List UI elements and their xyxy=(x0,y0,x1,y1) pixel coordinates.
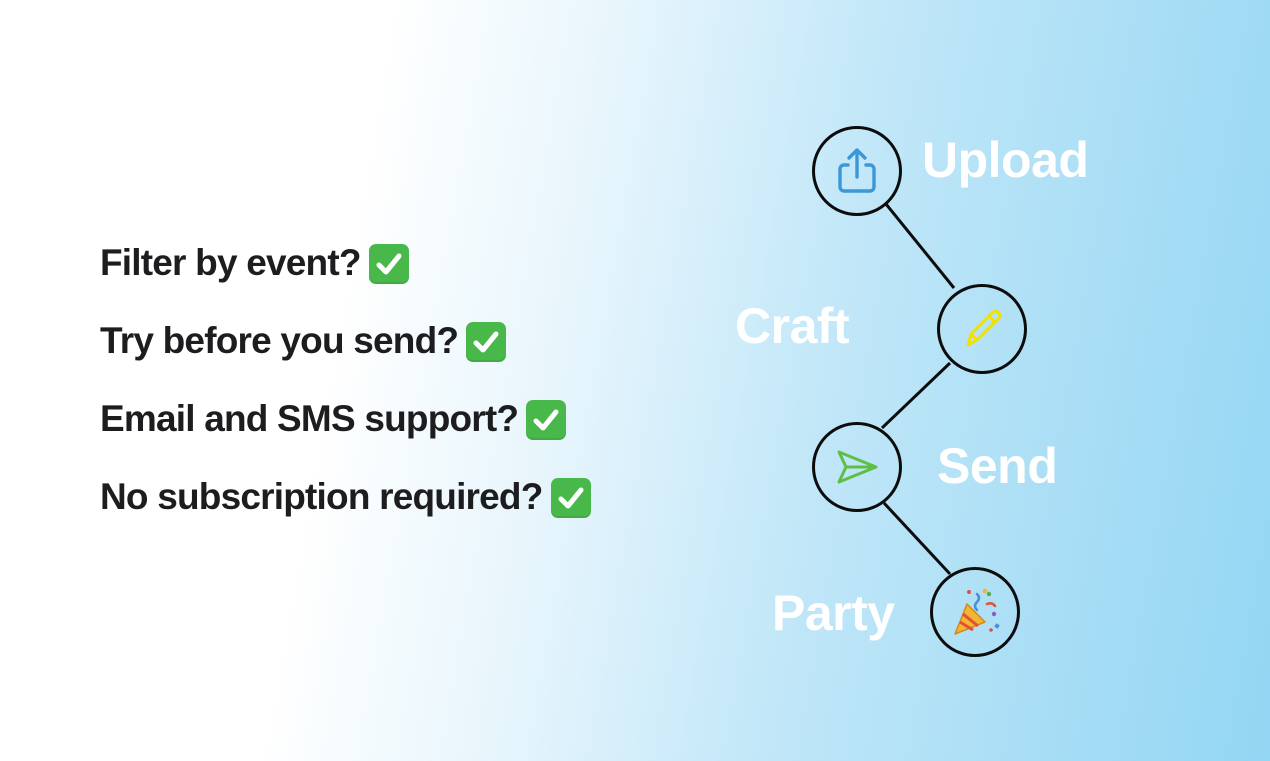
step-node-send xyxy=(812,422,902,512)
party-popper-icon xyxy=(954,588,1000,635)
step-label-craft: Craft xyxy=(735,298,850,354)
feature-item-try-before-send: Try before you send? xyxy=(100,318,660,396)
step-node-party xyxy=(930,567,1020,657)
step-node-upload xyxy=(812,126,902,216)
step-node-craft xyxy=(937,284,1027,374)
feature-item-email-sms: Email and SMS support? xyxy=(100,396,660,474)
step-label-send: Send xyxy=(937,438,1058,494)
step-label-party: Party xyxy=(772,585,895,641)
feature-label: Filter by event? xyxy=(100,242,361,283)
feature-item-filter: Filter by event? xyxy=(100,240,660,318)
connector-craft-send xyxy=(880,361,952,430)
feature-label: Email and SMS support? xyxy=(100,398,519,439)
connector-upload-craft xyxy=(884,203,956,289)
feature-item-no-subscription: No subscription required? xyxy=(100,474,660,552)
check-mark-icon xyxy=(526,400,567,440)
feature-label: No subscription required? xyxy=(100,476,543,517)
connector-send-party xyxy=(882,501,952,576)
share-upload-icon xyxy=(838,148,876,193)
check-mark-icon xyxy=(368,244,409,284)
step-label-upload: Upload xyxy=(922,132,1089,188)
check-mark-icon xyxy=(550,478,591,518)
feature-label: Try before you send? xyxy=(100,320,459,361)
pencil-icon xyxy=(966,309,1002,347)
check-mark-icon xyxy=(466,322,507,362)
feature-checklist: Filter by event? Try before you send? Em… xyxy=(100,240,660,552)
paper-plane-icon xyxy=(837,450,878,484)
